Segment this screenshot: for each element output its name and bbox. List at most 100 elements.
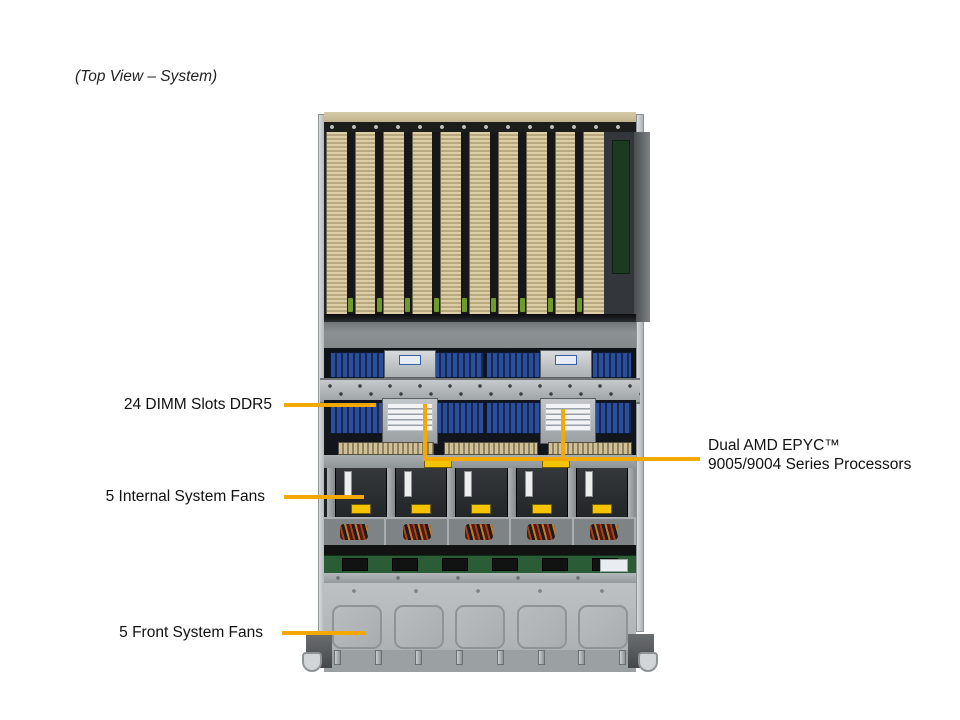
internal-fan <box>395 468 448 517</box>
fan-label-sticker <box>524 471 533 497</box>
cable-bundle <box>402 524 431 540</box>
chassis-pin <box>537 650 545 665</box>
dimm-bank <box>486 402 542 434</box>
module-label <box>399 355 421 365</box>
nvidia-logo-icon <box>405 298 411 312</box>
front-fan-cover <box>332 605 382 649</box>
nvidia-logo-icon <box>462 298 468 312</box>
gpu-card <box>497 132 527 322</box>
cpu-vrm-module <box>384 350 436 378</box>
callout-line-internal-fans <box>284 495 364 499</box>
gpu-heatsink-fins <box>497 132 519 315</box>
front-fan-cover <box>393 605 444 649</box>
internal-fan <box>515 468 568 517</box>
internal-fan <box>334 468 388 517</box>
label-cpu-line2: 9005/9004 Series Processors <box>708 456 912 473</box>
gpu-heatsink-fins <box>583 132 604 315</box>
dimm-bank <box>330 352 386 378</box>
ear-handle-left <box>302 652 322 672</box>
cable-compartment-row <box>324 517 637 545</box>
server-top-view <box>302 110 658 672</box>
gpu-heatsink-fins <box>354 132 376 315</box>
cpu2-label-sticker <box>545 403 591 431</box>
nvidia-logo-icon <box>348 298 354 312</box>
vrm-capacitor-strip <box>548 442 632 455</box>
dimm-row-lower <box>324 398 636 455</box>
cable-bundle <box>589 524 618 540</box>
fan-warning-sticker <box>591 504 612 514</box>
chassis-pin <box>415 650 423 665</box>
callout-line-front-fans <box>282 631 366 635</box>
label-dimm-slots: 24 DIMM Slots DDR5 <box>123 396 272 413</box>
nvidia-logo-icon <box>433 298 439 312</box>
label-internal-fans: 5 Internal System Fans <box>105 488 265 505</box>
vrm-capacitor-strip <box>338 442 434 455</box>
fan-warning-sticker <box>471 504 492 514</box>
mounting-ear-left <box>302 634 332 672</box>
cable-bundle <box>340 524 369 540</box>
gpu-card <box>383 132 412 322</box>
backplane-connector <box>442 558 468 571</box>
cable-compartment <box>386 517 449 545</box>
cable-compartment <box>324 517 387 545</box>
gpu-card-divider <box>432 132 441 322</box>
dimm-row-upper <box>324 348 636 378</box>
chassis-pin <box>578 650 586 665</box>
gpu-card-divider <box>518 132 527 322</box>
gpu-card-divider <box>375 132 384 322</box>
chassis-pin <box>496 650 504 665</box>
front-fan-cover <box>516 605 567 649</box>
dimm-bank <box>330 402 384 434</box>
nvidia-logo-icon <box>576 298 582 312</box>
fan-label-sticker <box>343 471 352 497</box>
fan-bracket <box>628 468 636 517</box>
nvidia-logo-icon <box>548 298 554 312</box>
front-fan-cover <box>455 605 505 649</box>
fan-bracket <box>327 468 335 517</box>
cable-bundle <box>527 524 556 540</box>
cpu2-heatsink <box>540 398 596 444</box>
fan-warning-sticker <box>531 504 552 514</box>
nvidia-logo-icon <box>376 298 382 312</box>
dimm-bank <box>434 352 484 378</box>
chassis-floor <box>324 322 636 348</box>
nvidia-logo-icon <box>519 298 525 312</box>
gpu-card <box>526 132 555 322</box>
cpu1-heatsink <box>382 398 438 444</box>
backplane-connector <box>342 558 368 571</box>
gpu-bay <box>324 132 650 322</box>
fan-bracket <box>567 468 576 517</box>
gpu-heatsink-fins <box>383 132 404 315</box>
vrm-capacitor-strip <box>444 442 538 455</box>
gpu-card-edge <box>324 314 636 322</box>
pcb-sticker <box>600 559 628 572</box>
gpu-card-divider <box>575 132 584 322</box>
cpu-vrm-module <box>540 350 592 378</box>
fan-bracket <box>387 468 396 517</box>
callout-line-cpu2-vertical <box>561 409 565 461</box>
riser-pcb <box>612 140 630 274</box>
backplane-pcb <box>324 555 636 573</box>
backplane-connector <box>492 558 518 571</box>
gpu-card-divider <box>403 132 412 322</box>
gpu-card <box>468 132 498 322</box>
gpu-card <box>554 132 584 322</box>
chassis-right-rail <box>636 114 644 632</box>
chassis-pin <box>456 650 464 665</box>
label-cpu-line1: Dual AMD EPYC™ <box>708 437 840 454</box>
chassis-side-wall <box>634 132 650 322</box>
dimm-bank <box>592 352 632 378</box>
gpu-heatsink-fins <box>468 132 490 315</box>
ear-handle-right <box>638 652 658 672</box>
fan-bracket <box>447 468 456 517</box>
callout-line-cpu1-vertical <box>423 404 427 461</box>
gpu-card <box>326 132 355 322</box>
internal-fan <box>455 468 508 517</box>
figure-title: (Top View – System) <box>75 68 218 85</box>
gpu-card-bank <box>326 132 612 322</box>
dimm-bank <box>594 402 632 434</box>
fan-warning-sticker <box>351 504 372 514</box>
module-label <box>555 355 577 365</box>
gpu-heatsink-fins <box>526 132 547 315</box>
fan-bracket <box>507 468 516 517</box>
